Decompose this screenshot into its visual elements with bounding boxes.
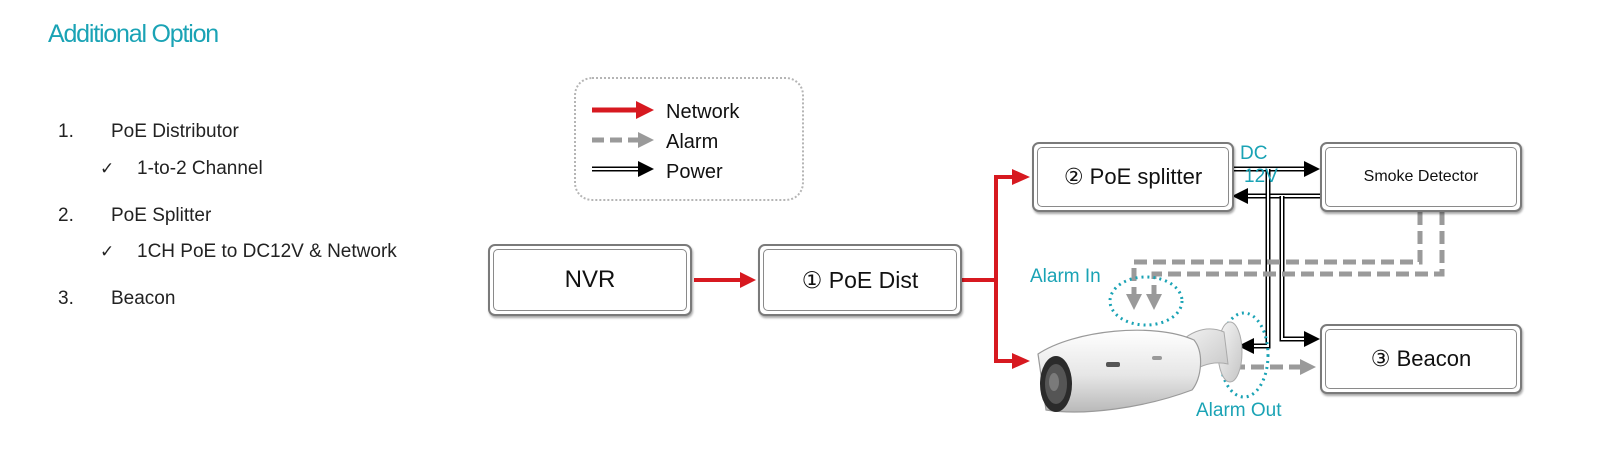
camera-icon (1037, 321, 1243, 413)
alarm-camera-to-beacon (1232, 359, 1316, 375)
poe-dist-node: ① PoE Dist (758, 244, 962, 316)
list-detail: 1CH PoE to DC12V & Network (137, 241, 397, 262)
list-label: PoE Distributor (111, 121, 239, 142)
page-title: Additional Option (48, 20, 219, 48)
legend-alarm-label: Alarm (666, 131, 719, 153)
beacon-node: ③ Beacon (1320, 324, 1522, 394)
legend-alarm-sample (592, 132, 654, 148)
alarm-in-highlight (1108, 275, 1184, 327)
dc-label: DC (1240, 143, 1268, 164)
network-link-nvr-dist (694, 272, 756, 288)
poe-splitter-node: ② PoE splitter (1032, 142, 1234, 212)
check-icon: ✓ (100, 242, 115, 262)
nvr-node: NVR (488, 244, 692, 316)
list-label: Beacon (111, 288, 176, 309)
poe-splitter-label: ② PoE splitter (1037, 147, 1229, 207)
legend: Network Alarm Power (574, 77, 804, 201)
network-link-dist-branches (962, 169, 1030, 369)
power-to-camera (1238, 169, 1271, 354)
legend-power-label: Power (666, 161, 723, 183)
check-icon: ✓ (100, 159, 115, 179)
legend-network-label: Network (666, 101, 740, 123)
nvr-label: NVR (493, 249, 687, 311)
alarm-out-highlight (1218, 311, 1270, 399)
beacon-label: ③ Beacon (1325, 329, 1517, 389)
alarm-smoke-to-camera (1126, 212, 1445, 310)
list-detail: 1-to-2 Channel (137, 158, 263, 179)
poe-dist-label: ① PoE Dist (763, 249, 957, 311)
smoke-detector-node: Smoke Detector (1320, 142, 1522, 212)
list-number: 1. (58, 121, 74, 142)
12v-label: 12V (1244, 166, 1278, 187)
alarm-out-label: Alarm Out (1196, 400, 1282, 421)
alarm-in-label: Alarm In (1030, 266, 1101, 287)
legend-power-sample (592, 161, 654, 177)
smoke-detector-label: Smoke Detector (1325, 147, 1517, 207)
list-label: PoE Splitter (111, 205, 212, 226)
list-number: 2. (58, 205, 74, 226)
legend-network-sample (592, 101, 654, 119)
list-number: 3. (58, 288, 74, 309)
power-return-to-splitter (1232, 188, 1320, 204)
power-to-beacon (1279, 196, 1320, 347)
